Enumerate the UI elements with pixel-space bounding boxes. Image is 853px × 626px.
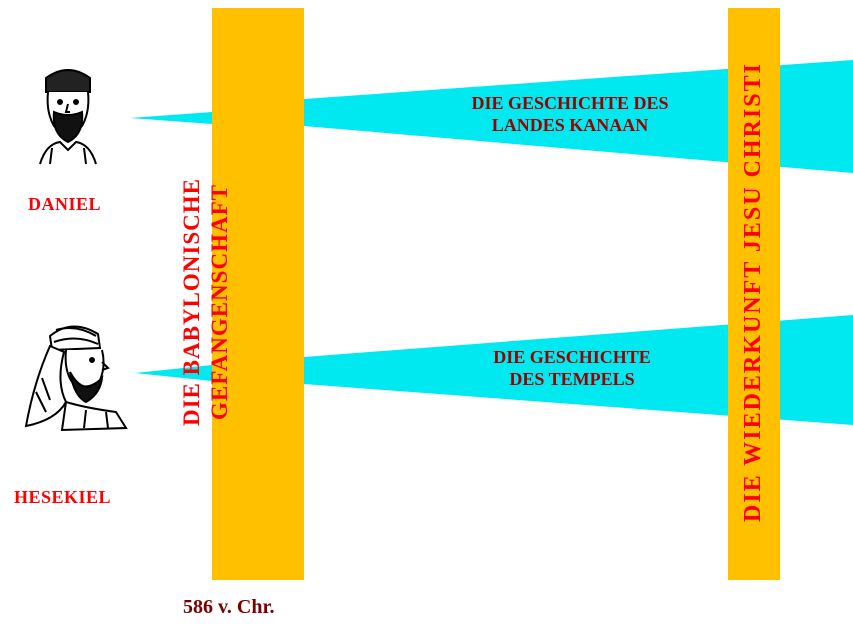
captivity-bar-text: DIE BABYLONISCHE GEFANGENSCHAFT	[178, 62, 238, 542]
beam-land-right	[304, 60, 853, 173]
beam-temple-right	[304, 315, 853, 425]
captivity-line-1: DIE BABYLONISCHE	[179, 178, 204, 426]
return-bar-text: DIE WIEDERKUNFT JESU CHRISTI	[740, 62, 766, 522]
beam-land-line-2: LANDES KANAAN	[491, 115, 649, 135]
return-bar	[728, 8, 780, 580]
beam-land-line-1: DIE GESCHICHTE DES	[471, 93, 669, 113]
captivity-date: 586 v. Chr.	[183, 596, 275, 618]
hesekiel-label: HESEKIEL	[14, 487, 112, 507]
beam-land-label: DIE GESCHICHTE DES LANDES KANAAN	[440, 92, 700, 136]
captivity-bar	[212, 8, 304, 580]
beam-temple-line-2: DES TEMPELS	[509, 369, 635, 389]
daniel-portrait-icon	[39, 69, 97, 165]
beam-temple-label: DIE GESCHICHTE DES TEMPELS	[452, 346, 692, 390]
hesekiel-portrait-icon	[24, 325, 128, 432]
beam-land-left	[130, 112, 212, 124]
beam-temple-left	[135, 365, 212, 381]
captivity-line-2: GEFANGENSCHAFT	[207, 184, 232, 420]
beam-temple-line-1: DIE GESCHICHTE	[493, 347, 651, 367]
daniel-label: DANIEL	[28, 194, 102, 214]
